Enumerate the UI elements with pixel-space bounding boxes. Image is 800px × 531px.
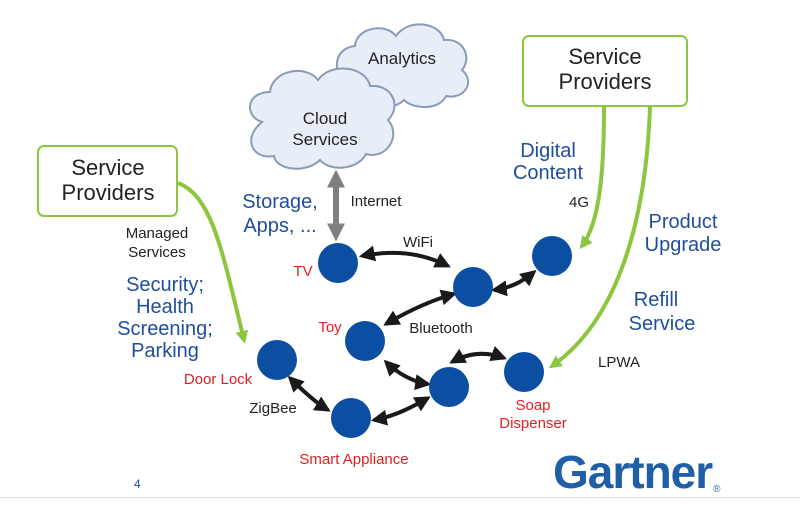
managed-services-line2: Services — [128, 244, 186, 261]
refill-service-line1: Refill — [634, 289, 678, 311]
4g-link-arrow — [490, 269, 537, 297]
nodes — [257, 236, 572, 438]
analytics-label: Analytics — [368, 49, 436, 68]
logo-text: Gartner — [553, 446, 713, 498]
wifi-arrow — [358, 245, 451, 268]
door-lock-node — [257, 340, 297, 380]
wifi-label: WiFi — [403, 234, 433, 251]
left-provider-line2: Providers — [62, 180, 155, 205]
toy-appliance-hub-arrow — [383, 359, 432, 391]
right-service-providers-box: Service Providers — [522, 35, 688, 107]
managed-services-line1: Managed — [126, 225, 189, 242]
security-line3: Screening; — [117, 318, 213, 340]
soap-dispenser-line2: Dispenser — [499, 415, 567, 432]
left-provider-arrow — [177, 181, 249, 344]
smart-appliance-node — [331, 398, 371, 438]
tv-node — [318, 243, 358, 283]
provider-to-soap-arrow — [548, 106, 652, 369]
page-number: 4 — [134, 477, 141, 491]
security-line1: Security; — [126, 274, 204, 296]
security-line4: Parking — [131, 340, 199, 362]
lpwa-label: LPWA — [598, 354, 640, 371]
toy-node — [345, 321, 385, 361]
registered-mark: ® — [713, 484, 720, 495]
footer-divider — [0, 497, 800, 498]
cloud-services-cloud: Cloud Services — [249, 67, 396, 170]
connection-arrows — [287, 245, 537, 426]
product-upgrade-line2: Upgrade — [645, 234, 722, 256]
device-labels: TV Toy Door Lock Smart Appliance Soap Di… — [184, 263, 567, 468]
refill-service-line2: Service — [629, 313, 696, 335]
appliance-hub-arrow — [370, 396, 431, 426]
provider-to-4g-node-arrow — [579, 106, 606, 250]
soap-dispenser-line1: Soap — [515, 397, 550, 414]
right-provider-line2: Providers — [559, 69, 652, 94]
right-provider-line1: Service — [568, 44, 641, 69]
zigbee-label: ZigBee — [249, 400, 297, 417]
digital-content-line1: Digital — [520, 140, 576, 162]
wifi-hub-node — [453, 267, 493, 307]
blue-labels: Storage, Apps, ... Security; Health Scre… — [117, 140, 721, 362]
product-upgrade-line1: Product — [649, 211, 718, 233]
cloud-services-label-line2: Services — [292, 130, 357, 149]
central-hub-node — [429, 367, 469, 407]
storage-label-line1: Storage, — [242, 191, 318, 213]
tv-label: TV — [293, 263, 312, 280]
toy-label: Toy — [318, 319, 342, 336]
left-provider-line1: Service — [71, 155, 144, 180]
smart-appliance-label: Smart Appliance — [299, 451, 408, 468]
zigbee-arrow — [287, 375, 331, 412]
left-service-providers-box: Service Providers — [37, 145, 178, 217]
4g-node — [532, 236, 572, 276]
digital-content-line2: Content — [513, 162, 583, 184]
bluetooth-label: Bluetooth — [409, 320, 472, 337]
internet-label: Internet — [351, 193, 403, 210]
soap-dispenser-node — [504, 352, 544, 392]
hub-soap-arrow — [449, 346, 507, 364]
gartner-logo: Gartner® — [553, 446, 721, 498]
protocol-labels: Internet Managed Services 4G WiFi Blueto… — [126, 193, 640, 417]
security-line2: Health — [136, 296, 194, 318]
4g-label: 4G — [569, 194, 589, 211]
cloud-services-label-line1: Cloud — [303, 109, 347, 128]
storage-label-line2: Apps, ... — [243, 215, 316, 237]
bluetooth-arrow — [383, 289, 458, 326]
door-lock-label: Door Lock — [184, 371, 253, 388]
